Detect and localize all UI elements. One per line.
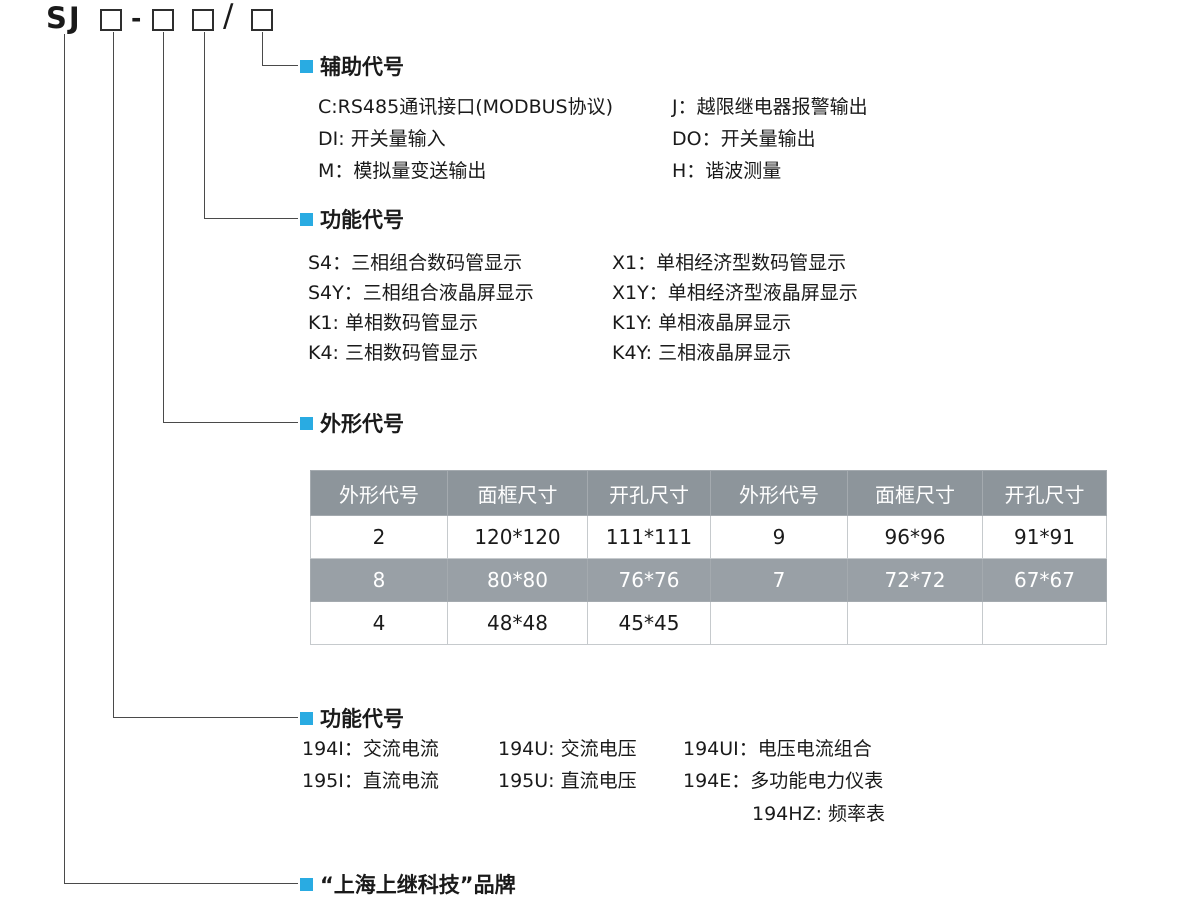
code-item: S4Y：三相组合液晶屏显示	[308, 282, 534, 304]
brand-title: “上海上继科技”品牌	[320, 873, 516, 897]
table-cell: 2	[310, 515, 448, 559]
table-row: 4 48*48 45*45	[310, 601, 1107, 645]
table-cell: 96*96	[847, 515, 983, 559]
model-slash: /	[223, 0, 234, 34]
section-title: 辅助代号	[320, 55, 404, 79]
section-title: 外形代号	[320, 412, 404, 436]
table-header-cell: 外形代号	[710, 470, 848, 516]
table-header-cell: 外形代号	[310, 470, 448, 516]
table-cell: 48*48	[447, 601, 588, 645]
table-cell: 9	[710, 515, 848, 559]
table-row: 8 80*80 76*76 7 72*72 67*67	[310, 558, 1107, 602]
section-bullet-icon	[300, 711, 313, 725]
table-cell: 8	[310, 558, 448, 602]
table-cell: 67*67	[982, 558, 1107, 602]
code-item: 195U: 直流电压	[498, 770, 637, 792]
connector-line-shape	[163, 32, 298, 423]
table-cell: 120*120	[447, 515, 588, 559]
section-bullet-icon	[300, 877, 313, 891]
code-item: 194I：交流电流	[302, 738, 439, 760]
model-digit-box-4	[251, 9, 273, 31]
table-header-cell: 面框尺寸	[447, 470, 588, 516]
table-cell: 7	[710, 558, 848, 602]
code-item: M：模拟量变送输出	[318, 160, 487, 182]
type-codes-column-2: 194U: 交流电压 195U: 直流电压	[498, 733, 637, 797]
model-digit-box-1	[100, 9, 122, 31]
section-bullet-icon	[300, 416, 313, 430]
code-item: C:RS485通讯接口(MODBUS协议)	[318, 96, 614, 118]
model-prefix: SJ	[46, 1, 82, 35]
code-item: J：越限继电器报警输出	[672, 96, 868, 118]
model-digit-box-2	[152, 9, 174, 31]
table-cell: 72*72	[847, 558, 983, 602]
section-title: 功能代号	[320, 208, 404, 232]
section-heading-auxiliary: 辅助代号	[300, 52, 404, 80]
code-item: 194U: 交流电压	[498, 738, 637, 760]
table-row: 2 120*120 111*111 9 96*96 91*91	[310, 515, 1107, 559]
code-item: K4Y: 三相液晶屏显示	[612, 342, 792, 364]
display-codes-left-column: S4：三相组合数码管显示 S4Y：三相组合液晶屏显示 K1: 单相数码管显示 K…	[308, 248, 534, 368]
code-item: X1Y：单相经济型液晶屏显示	[612, 282, 858, 304]
code-item: 194E：多功能电力仪表	[683, 770, 884, 792]
code-item: DI: 开关量输入	[318, 128, 446, 150]
connector-line-auxiliary	[262, 32, 298, 66]
table-cell: 91*91	[982, 515, 1107, 559]
code-item: K1Y: 单相液晶屏显示	[612, 312, 792, 334]
section-heading-function-type: 功能代号	[300, 704, 404, 732]
code-item: DO：开关量输出	[672, 128, 816, 150]
table-cell: 111*111	[587, 515, 711, 559]
code-item: X1：单相经济型数码管显示	[612, 252, 847, 274]
model-dash: -	[131, 4, 142, 33]
section-bullet-icon	[300, 59, 313, 73]
auxiliary-codes-left-column: C:RS485通讯接口(MODBUS协议) DI: 开关量输入 M：模拟量变送输…	[318, 91, 613, 187]
section-bullet-icon	[300, 212, 313, 226]
code-item: K4: 三相数码管显示	[308, 342, 478, 364]
shape-code-table: 外形代号 面框尺寸 开孔尺寸 外形代号 面框尺寸 开孔尺寸 2 120*120 …	[310, 470, 1107, 645]
connector-line-function-display	[204, 32, 298, 219]
code-item: H：谐波测量	[672, 160, 782, 182]
type-code-hz: 194HZ: 频率表	[752, 798, 885, 830]
auxiliary-codes-right-column: J：越限继电器报警输出 DO：开关量输出 H：谐波测量	[672, 91, 868, 187]
section-heading-function-display: 功能代号	[300, 205, 404, 233]
code-item: 194HZ: 频率表	[752, 803, 886, 825]
section-heading-brand: “上海上继科技”品牌	[300, 870, 516, 898]
model-digit-box-3	[192, 9, 214, 31]
code-item: 194UI：电压电流组合	[683, 738, 872, 760]
table-header-cell: 面框尺寸	[847, 470, 983, 516]
code-item: K1: 单相数码管显示	[308, 312, 478, 334]
table-cell: 76*76	[587, 558, 711, 602]
connector-line-brand	[64, 34, 298, 884]
code-item: 195I：直流电流	[302, 770, 439, 792]
display-codes-right-column: X1：单相经济型数码管显示 X1Y：单相经济型液晶屏显示 K1Y: 单相液晶屏显…	[612, 248, 858, 368]
connector-line-function-type	[113, 32, 298, 718]
table-cell: 80*80	[447, 558, 588, 602]
section-heading-shape: 外形代号	[300, 409, 404, 437]
table-cell: 45*45	[587, 601, 711, 645]
table-cell: 4	[310, 601, 448, 645]
section-title: 功能代号	[320, 707, 404, 731]
table-cell	[982, 601, 1107, 645]
table-cell	[847, 601, 983, 645]
table-cell	[710, 601, 848, 645]
table-header-cell: 开孔尺寸	[982, 470, 1107, 516]
code-item: S4：三相组合数码管显示	[308, 252, 523, 274]
type-codes-column-1: 194I：交流电流 195I：直流电流	[302, 733, 439, 797]
type-codes-column-3: 194UI：电压电流组合 194E：多功能电力仪表	[683, 733, 883, 797]
table-header-cell: 开孔尺寸	[587, 470, 711, 516]
table-header-row: 外形代号 面框尺寸 开孔尺寸 外形代号 面框尺寸 开孔尺寸	[310, 470, 1107, 516]
